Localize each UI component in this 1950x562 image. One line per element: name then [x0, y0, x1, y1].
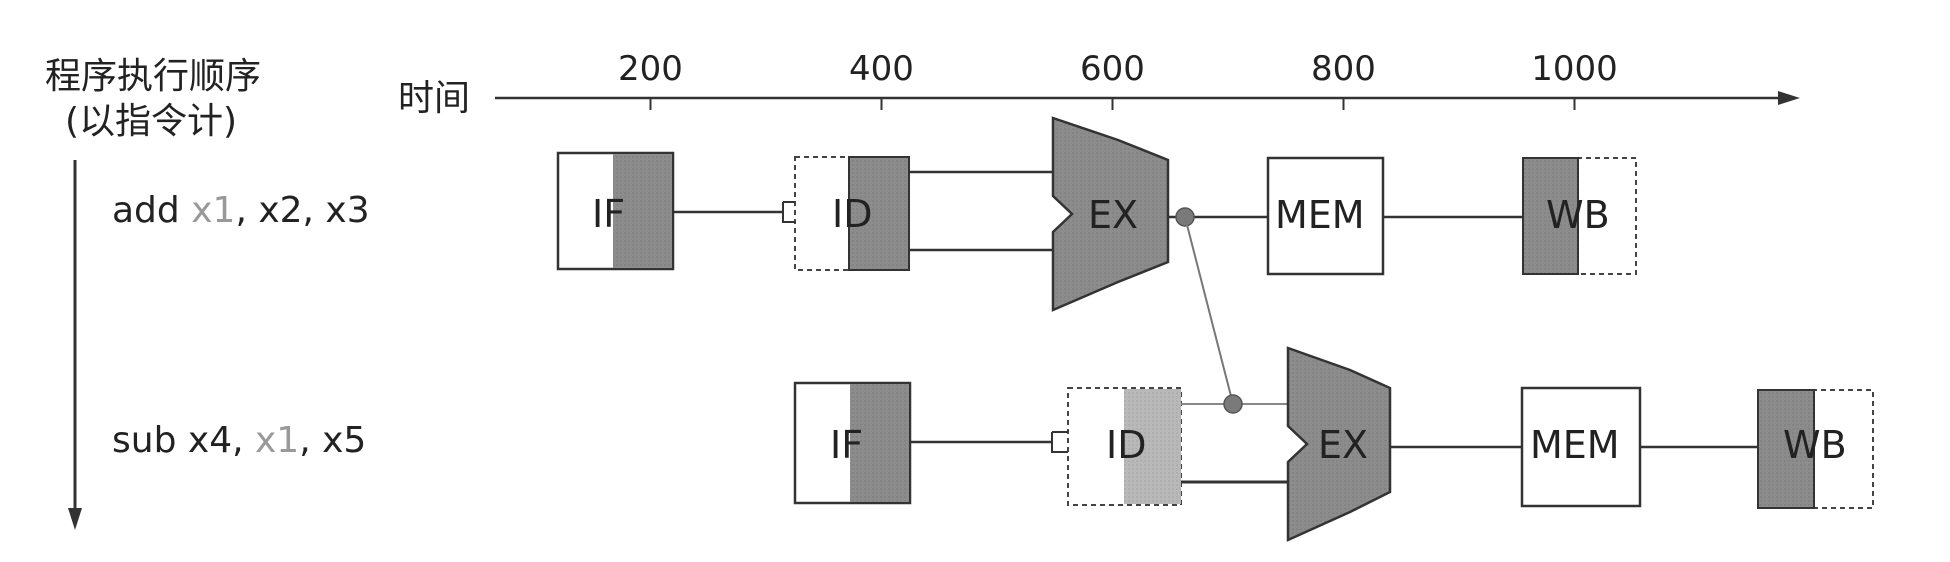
time-axis-arrowhead — [1778, 91, 1800, 105]
add-mem-label: MEM — [1275, 193, 1365, 237]
axis-tick-label-200: 200 — [618, 49, 683, 89]
add-if-label: IF — [592, 192, 625, 236]
axis-ticks: 200 400 600 800 1000 — [618, 49, 1618, 110]
order-label-line1: 程序执行顺序 — [45, 56, 261, 97]
sub-id-label: ID — [1106, 423, 1146, 467]
instr-sub-first: x4, — [188, 420, 255, 461]
instr-add-dest: x1 — [191, 190, 235, 231]
forward-dest-dot — [1223, 394, 1243, 414]
instr-add-label: add x1, x2, x3 — [112, 190, 370, 231]
add-if-shade — [613, 154, 672, 268]
instr-add-op: add — [112, 190, 180, 231]
sub-id-bracket — [1051, 431, 1068, 453]
instr-sub-rest: , x5 — [299, 420, 366, 461]
axis-title: 时间 — [398, 78, 470, 119]
add-mem-box — [1266, 156, 1385, 276]
sub-if-label: IF — [830, 423, 863, 467]
add-id-label: ID — [832, 192, 872, 236]
order-label-line2: (以指令计) — [65, 101, 237, 142]
axis-tick-label-400: 400 — [849, 49, 914, 89]
axis-tick-label-1000: 1000 — [1531, 49, 1618, 89]
sub-id-shade — [1124, 389, 1181, 504]
order-arrow-head — [68, 508, 82, 530]
instr-sub-op: sub — [112, 420, 176, 461]
instr-sub-label: sub x4, x1, x5 — [112, 420, 366, 461]
axis-tick-label-600: 600 — [1080, 49, 1145, 89]
add-ex-label: EX — [1088, 193, 1138, 237]
sub-mem-label: MEM — [1530, 423, 1620, 467]
add-ex-alu — [1051, 116, 1170, 312]
forwarding-path-line — [1184, 216, 1234, 405]
pipeline-row-sub: IF ID EX MEM WB — [793, 346, 1874, 542]
sub-wb-label: WB — [1783, 423, 1847, 467]
axis-tick-label-800: 800 — [1311, 49, 1376, 89]
add-id-shade — [848, 156, 910, 271]
add-wb-shade — [1522, 157, 1579, 275]
sub-wb-shade — [1757, 389, 1815, 509]
sub-ex-alu — [1286, 346, 1392, 542]
sub-ex-label: EX — [1318, 423, 1368, 467]
sub-if-shade — [850, 384, 909, 502]
instr-add-rest: , x2, x3 — [235, 190, 369, 231]
pipeline-row-add: IF ID EX MEM WB — [556, 116, 1637, 312]
instr-sub-src: x1 — [255, 420, 299, 461]
add-wb-label: WB — [1546, 193, 1610, 237]
add-id-bracket — [782, 201, 795, 223]
